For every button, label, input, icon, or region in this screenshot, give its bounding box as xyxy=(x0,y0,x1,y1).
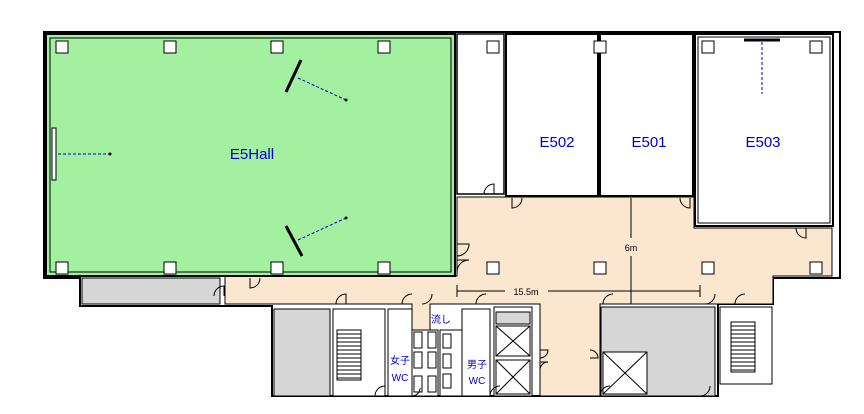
stairs-right xyxy=(719,306,773,385)
column xyxy=(593,40,607,54)
column xyxy=(809,261,823,275)
wc-men-label-line2: WC xyxy=(469,376,486,387)
gray-storage-left xyxy=(81,277,221,305)
column xyxy=(270,261,284,275)
corridor-length-label: 15.5m xyxy=(513,287,538,297)
projection-screens xyxy=(51,38,780,257)
column xyxy=(55,261,69,275)
column xyxy=(55,40,69,54)
wc-women-label-line2: WC xyxy=(392,373,409,384)
column xyxy=(701,261,715,275)
column xyxy=(377,40,391,54)
column xyxy=(486,261,500,275)
room-e503-inner xyxy=(697,36,831,224)
column xyxy=(377,261,391,275)
elevator-left xyxy=(493,306,533,397)
sink-label: 流し xyxy=(431,313,451,326)
room-e502[interactable] xyxy=(505,33,599,197)
hall-label: E5Hall xyxy=(230,146,274,163)
column xyxy=(486,40,500,54)
structural-columns xyxy=(55,40,823,275)
column xyxy=(593,261,607,275)
wc-men-label-line1: 男子 xyxy=(467,359,487,371)
corridor-area xyxy=(224,196,833,397)
column xyxy=(270,40,284,54)
room-e502-label: E502 xyxy=(539,134,574,151)
room-e501-label: E501 xyxy=(631,134,666,151)
elevator-right xyxy=(602,351,648,395)
room-e503[interactable] xyxy=(694,33,834,227)
column xyxy=(163,261,177,275)
hall-inner-border xyxy=(49,37,452,273)
wc-men xyxy=(439,308,491,397)
wc-women-label-line1: 女子 xyxy=(390,354,410,367)
gray-room-lower-left xyxy=(273,308,331,397)
dimension-lines xyxy=(456,198,701,304)
corridor-width-label: 6m xyxy=(625,243,638,253)
door-swings xyxy=(213,183,807,397)
room-e501[interactable] xyxy=(599,33,694,197)
column xyxy=(809,40,823,54)
wc-women xyxy=(387,308,439,397)
room-e503-label: E503 xyxy=(745,134,780,151)
storage-room[interactable] xyxy=(456,33,505,195)
column xyxy=(163,40,177,54)
stairs-left xyxy=(332,308,386,397)
column xyxy=(701,40,715,54)
hall-room[interactable] xyxy=(45,33,456,277)
